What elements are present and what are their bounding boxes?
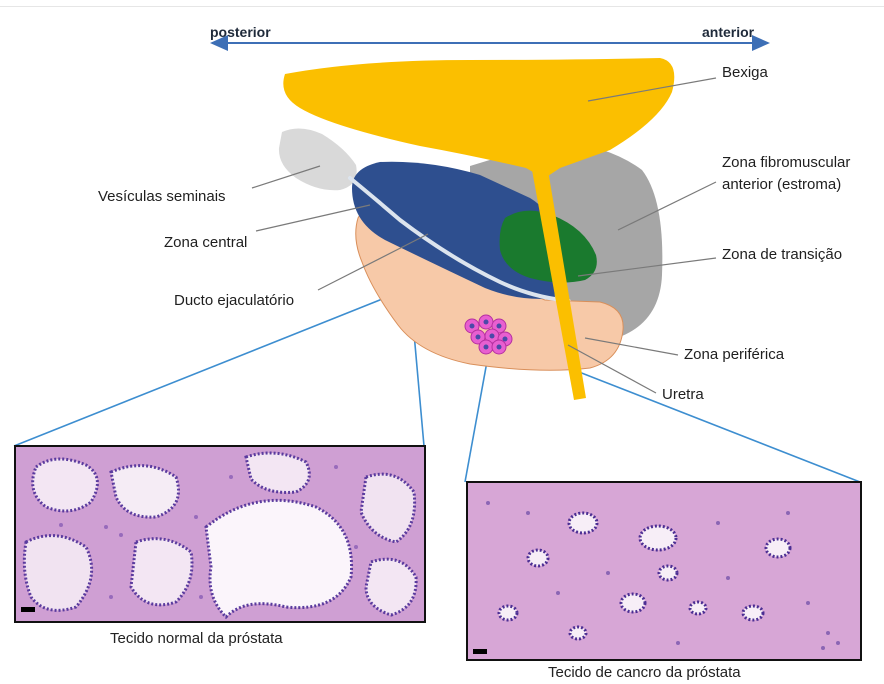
caption-cancer-tissue: Tecido de cancro da próstata	[548, 664, 741, 681]
label-transition-zone: Zona de transição	[722, 246, 842, 264]
label-fibromuscular-line2: anterior (estroma)	[722, 176, 841, 194]
label-fibromuscular-line1: Zona fibromuscular	[722, 154, 850, 172]
axis-label-anterior: anterior	[702, 24, 754, 40]
seminal-vesicles	[279, 128, 357, 190]
label-bladder: Bexiga	[722, 64, 768, 82]
axis-label-posterior: posterior	[210, 24, 271, 40]
label-ejaculatory-duct: Ducto ejaculatório	[174, 292, 294, 310]
label-seminal-vesicles: Vesículas seminais	[98, 188, 226, 206]
label-urethra: Uretra	[662, 386, 704, 404]
label-peripheral-zone: Zona periférica	[684, 346, 784, 364]
normal-tissue-image	[14, 445, 426, 623]
caption-normal-tissue: Tecido normal da próstata	[110, 630, 283, 647]
label-central-zone: Zona central	[164, 234, 247, 252]
cancer-tissue-image	[466, 481, 862, 661]
